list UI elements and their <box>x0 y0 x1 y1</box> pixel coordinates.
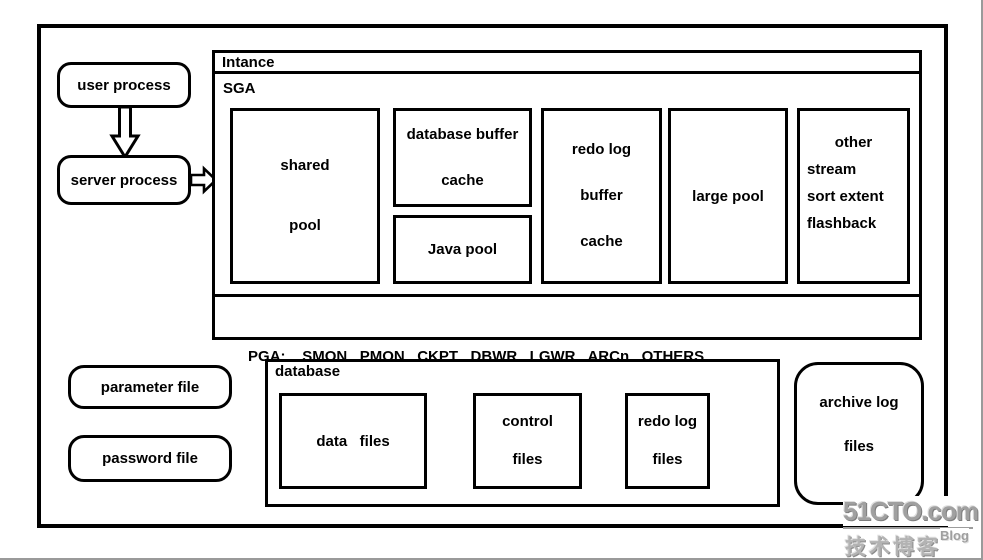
archive-log-files-box: archive log files <box>794 362 924 505</box>
arrow-down-icon <box>109 106 141 158</box>
control-files-box: control files <box>473 393 582 489</box>
server-process-box: server process <box>57 155 191 205</box>
java-pool-box: Java pool <box>393 215 532 284</box>
instance-header: Intance <box>215 53 919 74</box>
password-file-box: password file <box>68 435 232 482</box>
shared-pool-label: shared pool <box>280 157 330 234</box>
watermark-tagline: 技术博客 <box>845 531 941 558</box>
data-files-box: data files <box>279 393 427 489</box>
shared-pool-box: shared pool <box>230 108 380 284</box>
arrow-right-icon <box>190 165 218 195</box>
control-files-label: control files <box>502 413 553 468</box>
redo-log-files-box: redo log files <box>625 393 710 489</box>
other-pools-items: stream sort extent flashback <box>807 161 884 232</box>
database-label: database <box>275 363 341 380</box>
redo-log-files-label: redo log files <box>637 413 698 468</box>
data-files-label: data files <box>316 432 390 450</box>
pga-row: PGA: SMON PMON CKPT DBWR LGWR ARCn OTHER… <box>215 297 919 365</box>
instance-box: Intance SGA shared pool database buffer … <box>212 50 922 365</box>
user-process-box: user process <box>57 62 191 108</box>
sga-label: SGA <box>223 80 256 97</box>
redo-log-buffer-label: redo log buffer cache <box>571 141 632 250</box>
watermark-underline <box>843 527 973 529</box>
large-pool-box: large pool <box>668 108 788 284</box>
user-process-label: user process <box>77 76 171 94</box>
archive-log-files-label: archive log files <box>819 393 899 455</box>
db-buffer-cache-label: database buffer cache <box>406 125 519 189</box>
parameter-file-box: parameter file <box>68 365 232 409</box>
other-pools-title: other <box>834 134 873 151</box>
parameter-file-label: parameter file <box>100 378 200 396</box>
sga-pga-divider <box>215 294 919 297</box>
db-buffer-cache-box: database buffer cache <box>393 108 532 207</box>
large-pool-label: large pool <box>692 187 764 205</box>
server-process-label: server process <box>70 171 178 189</box>
database-box: database data files control files redo l… <box>265 359 780 507</box>
watermark-blog-label: Blog <box>940 528 969 543</box>
other-pools-box: other stream sort extent flashback <box>797 108 910 284</box>
watermark-brand: 51CTO.com <box>843 496 979 526</box>
redo-log-buffer-box: redo log buffer cache <box>541 108 662 284</box>
java-pool-label: Java pool <box>427 241 498 258</box>
password-file-label: password file <box>102 450 198 467</box>
instance-label: Intance <box>222 54 275 71</box>
